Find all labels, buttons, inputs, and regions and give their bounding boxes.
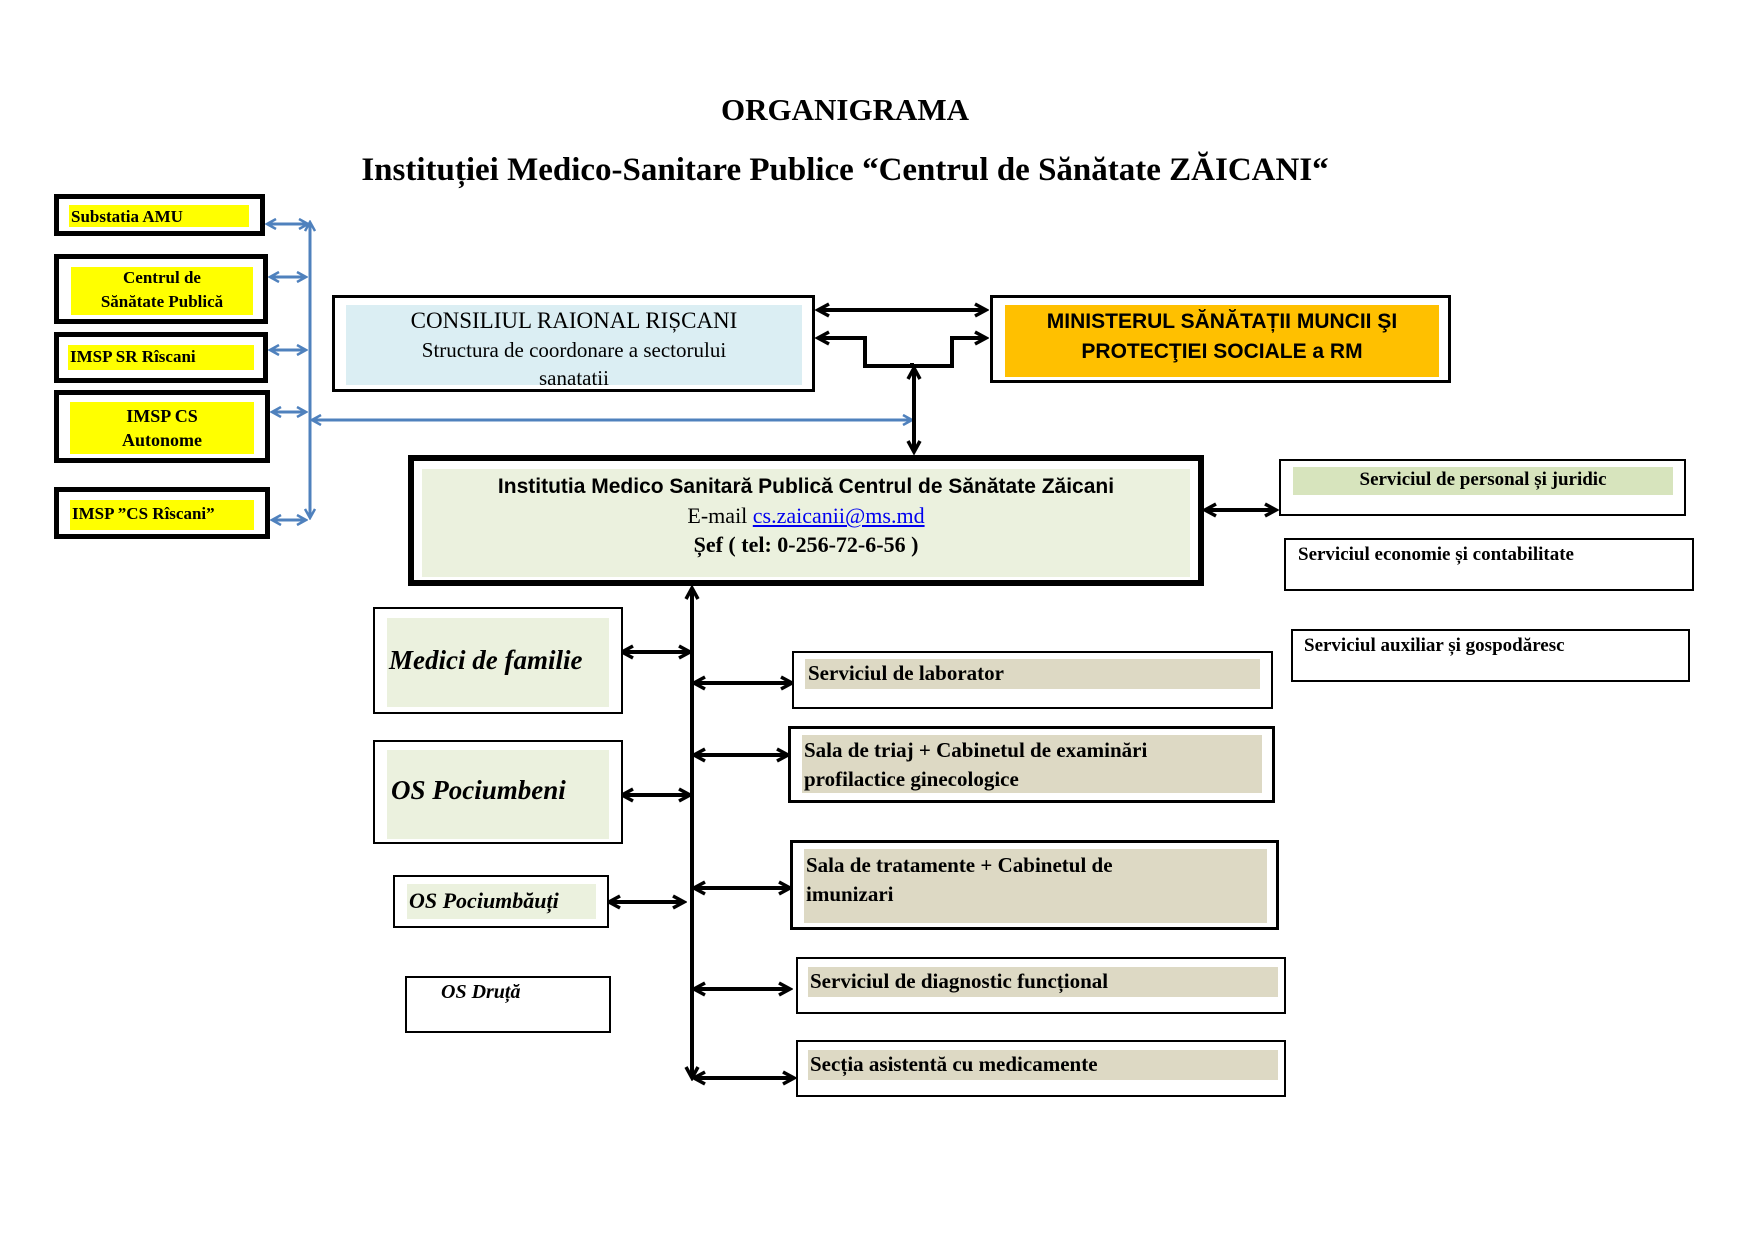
admin-service-label: Serviciul economie și contabilitate xyxy=(1298,544,1574,565)
branch-medici-de-familie: Medici de familie xyxy=(373,607,623,714)
branch-label: Medici de familie xyxy=(389,645,583,675)
admin-service-economie-contabilitate: Serviciul economie și contabilitate xyxy=(1284,538,1694,591)
arrow-consiliul-hub xyxy=(818,338,914,368)
service-diagnostic-functional: Serviciul de diagnostic funcțional xyxy=(796,957,1286,1014)
main-institution-name: Institutia Medico Sanitară Publică Centr… xyxy=(497,475,1115,498)
email-link[interactable]: cs.zaicanii@ms.md xyxy=(752,503,925,528)
service-label: Serviciul de diagnostic funcțional xyxy=(810,969,1109,993)
branch-os-druta: OS Druță xyxy=(405,976,611,1033)
unit-substatia-amu: Substatia AMU xyxy=(54,194,265,236)
service-sala-tratamente: Sala de tratamente + Cabinetul de imuniz… xyxy=(790,840,1279,930)
unit-label-line1: Centrul de xyxy=(123,268,201,287)
ministerul-box: MINISTERUL SĂNĂTAȚII MUNCII ŞI PROTECŢIE… xyxy=(990,295,1451,383)
unit-imsp-sr-riscani: IMSP SR Rîscani xyxy=(54,332,268,383)
consiliul-title: CONSILIUL RAIONAL RIȘCANI xyxy=(410,308,738,333)
service-label: Serviciul de laborator xyxy=(808,661,1004,685)
admin-service-personal-juridic: Serviciul de personal și juridic xyxy=(1279,459,1686,516)
unit-label-line1: IMSP CS xyxy=(126,406,198,426)
unit-label: Substatia AMU xyxy=(71,207,183,226)
consiliul-subtitle-line2: sanatatii xyxy=(539,366,609,390)
unit-imsp-cs-autonome: IMSP CS Autonome xyxy=(54,390,270,463)
unit-label: IMSP ”CS Rîscani” xyxy=(72,504,215,523)
ministerul-line1: MINISTERUL SĂNĂTAȚII MUNCII ŞI xyxy=(1046,310,1398,333)
service-label-line1: Sala de tratamente + Cabinetul de xyxy=(806,853,1113,877)
branch-label: OS Druță xyxy=(441,981,521,1003)
unit-label: IMSP SR Rîscani xyxy=(70,347,196,366)
unit-imsp-cs-riscani: IMSP ”CS Rîscani” xyxy=(54,487,270,539)
main-email-line: E-mail cs.zaicanii@ms.md xyxy=(422,503,1190,529)
branch-label: OS Pociumbeni xyxy=(391,775,566,805)
service-label-line1: Sala de triaj + Cabinetul de examinări xyxy=(804,738,1148,762)
main-institution-box: Institutia Medico Sanitară Publică Centr… xyxy=(408,455,1204,586)
admin-service-auxiliar-gospodaresc: Serviciul auxiliar și gospodăresc xyxy=(1291,629,1690,682)
admin-service-label: Serviciul auxiliar și gospodăresc xyxy=(1304,635,1565,656)
branch-os-pociumbeni: OS Pociumbeni xyxy=(373,740,623,844)
main-chief-phone: Șef ( tel: 0-256-72-6-56 ) xyxy=(693,532,919,557)
service-laborator: Serviciul de laborator xyxy=(792,651,1273,709)
branch-os-pociumbauti: OS Pociumbăuți xyxy=(393,875,609,928)
email-label: E-mail xyxy=(687,503,748,528)
service-label-line2: profilactice ginecologice xyxy=(804,767,1019,791)
ministerul-line2: PROTECŢIEI SOCIALE a RM xyxy=(1081,340,1363,363)
consiliul-subtitle-line1: Structura de coordonare a sectorului xyxy=(421,338,727,362)
branch-label: OS Pociumbăuți xyxy=(409,888,559,913)
service-sectia-medicamente: Secția asistentă cu medicamente xyxy=(796,1040,1286,1097)
chart-subtitle: Instituției Medico-Sanitare Publice “Cen… xyxy=(361,152,1329,188)
service-label: Secția asistentă cu medicamente xyxy=(810,1052,1098,1076)
service-label-line2: imunizari xyxy=(806,882,894,906)
unit-label-line2: Autonome xyxy=(122,430,202,450)
unit-label-line2: Sănătate Publică xyxy=(100,292,224,311)
admin-service-label: Serviciul de personal și juridic xyxy=(1359,469,1607,490)
chart-title: ORGANIGRAMA xyxy=(721,92,969,127)
consiliul-raional-box: CONSILIUL RAIONAL RIȘCANI Structura de c… xyxy=(332,295,815,392)
arrow-minister-hub xyxy=(914,338,986,368)
unit-centrul-sanatate-publica: Centrul de Sănătate Publică xyxy=(54,254,268,324)
service-sala-triaj: Sala de triaj + Cabinetul de examinări p… xyxy=(788,726,1275,803)
